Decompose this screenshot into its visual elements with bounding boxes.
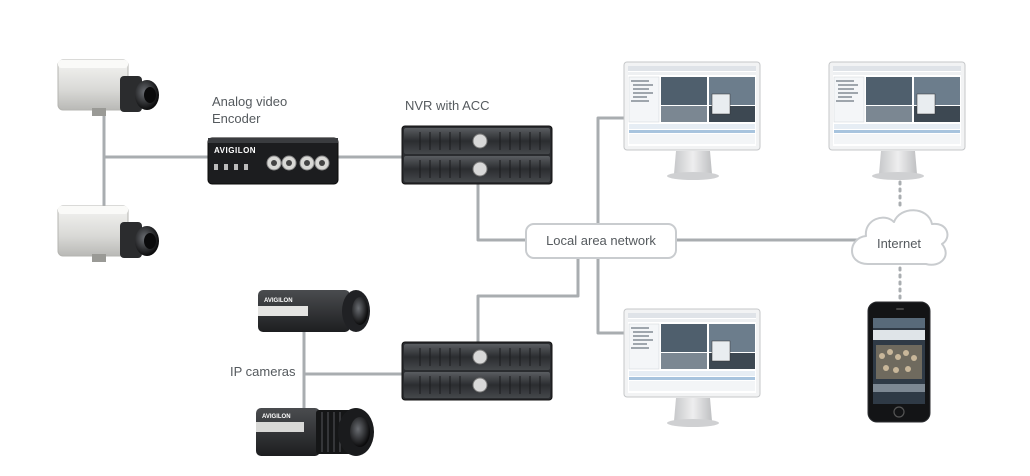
ip-camera-bottom: AVIGILON xyxy=(256,408,374,456)
encoder-label-line2: Encoder xyxy=(212,111,261,126)
internet-label: Internet xyxy=(877,236,921,251)
lan-to-monitor-bottom-link xyxy=(596,256,626,335)
nvr-label: NVR with ACC xyxy=(405,98,490,113)
smartphone xyxy=(867,301,931,423)
encoder-label-line1: Analog video xyxy=(212,94,287,109)
monitor-top-right xyxy=(828,61,966,180)
lan-node: Local area network xyxy=(525,223,677,259)
encoder-label: Analog video Encoder xyxy=(212,94,291,126)
analog-video-encoder: AVIGILON xyxy=(207,137,339,185)
connectors xyxy=(102,113,902,412)
lan-to-monitor-top-link xyxy=(596,116,626,226)
monitor-bottom-center xyxy=(623,308,761,427)
ip-camera-link xyxy=(302,328,406,412)
encoder-brand-text: AVIGILON xyxy=(214,146,256,155)
nvr-top-to-lan-link xyxy=(476,183,529,242)
lan-label: Local area network xyxy=(546,233,656,248)
nvr-server-top xyxy=(401,125,553,185)
nvr-server-bottom xyxy=(401,341,553,401)
analog-camera-bottom xyxy=(57,205,159,262)
analog-camera-link xyxy=(102,113,216,207)
analog-camera-top xyxy=(57,59,159,116)
lan-to-nvr-bottom-link xyxy=(476,256,580,344)
ip-camera-top: AVIGILON xyxy=(258,290,370,332)
internet-cloud: Internet xyxy=(851,209,949,266)
ip-camera-top-brand: AVIGILON xyxy=(264,298,293,304)
ip-camera-bottom-brand: AVIGILON xyxy=(262,414,291,420)
monitor-top-center xyxy=(623,61,761,180)
ip-cameras-label: IP cameras xyxy=(230,364,296,379)
